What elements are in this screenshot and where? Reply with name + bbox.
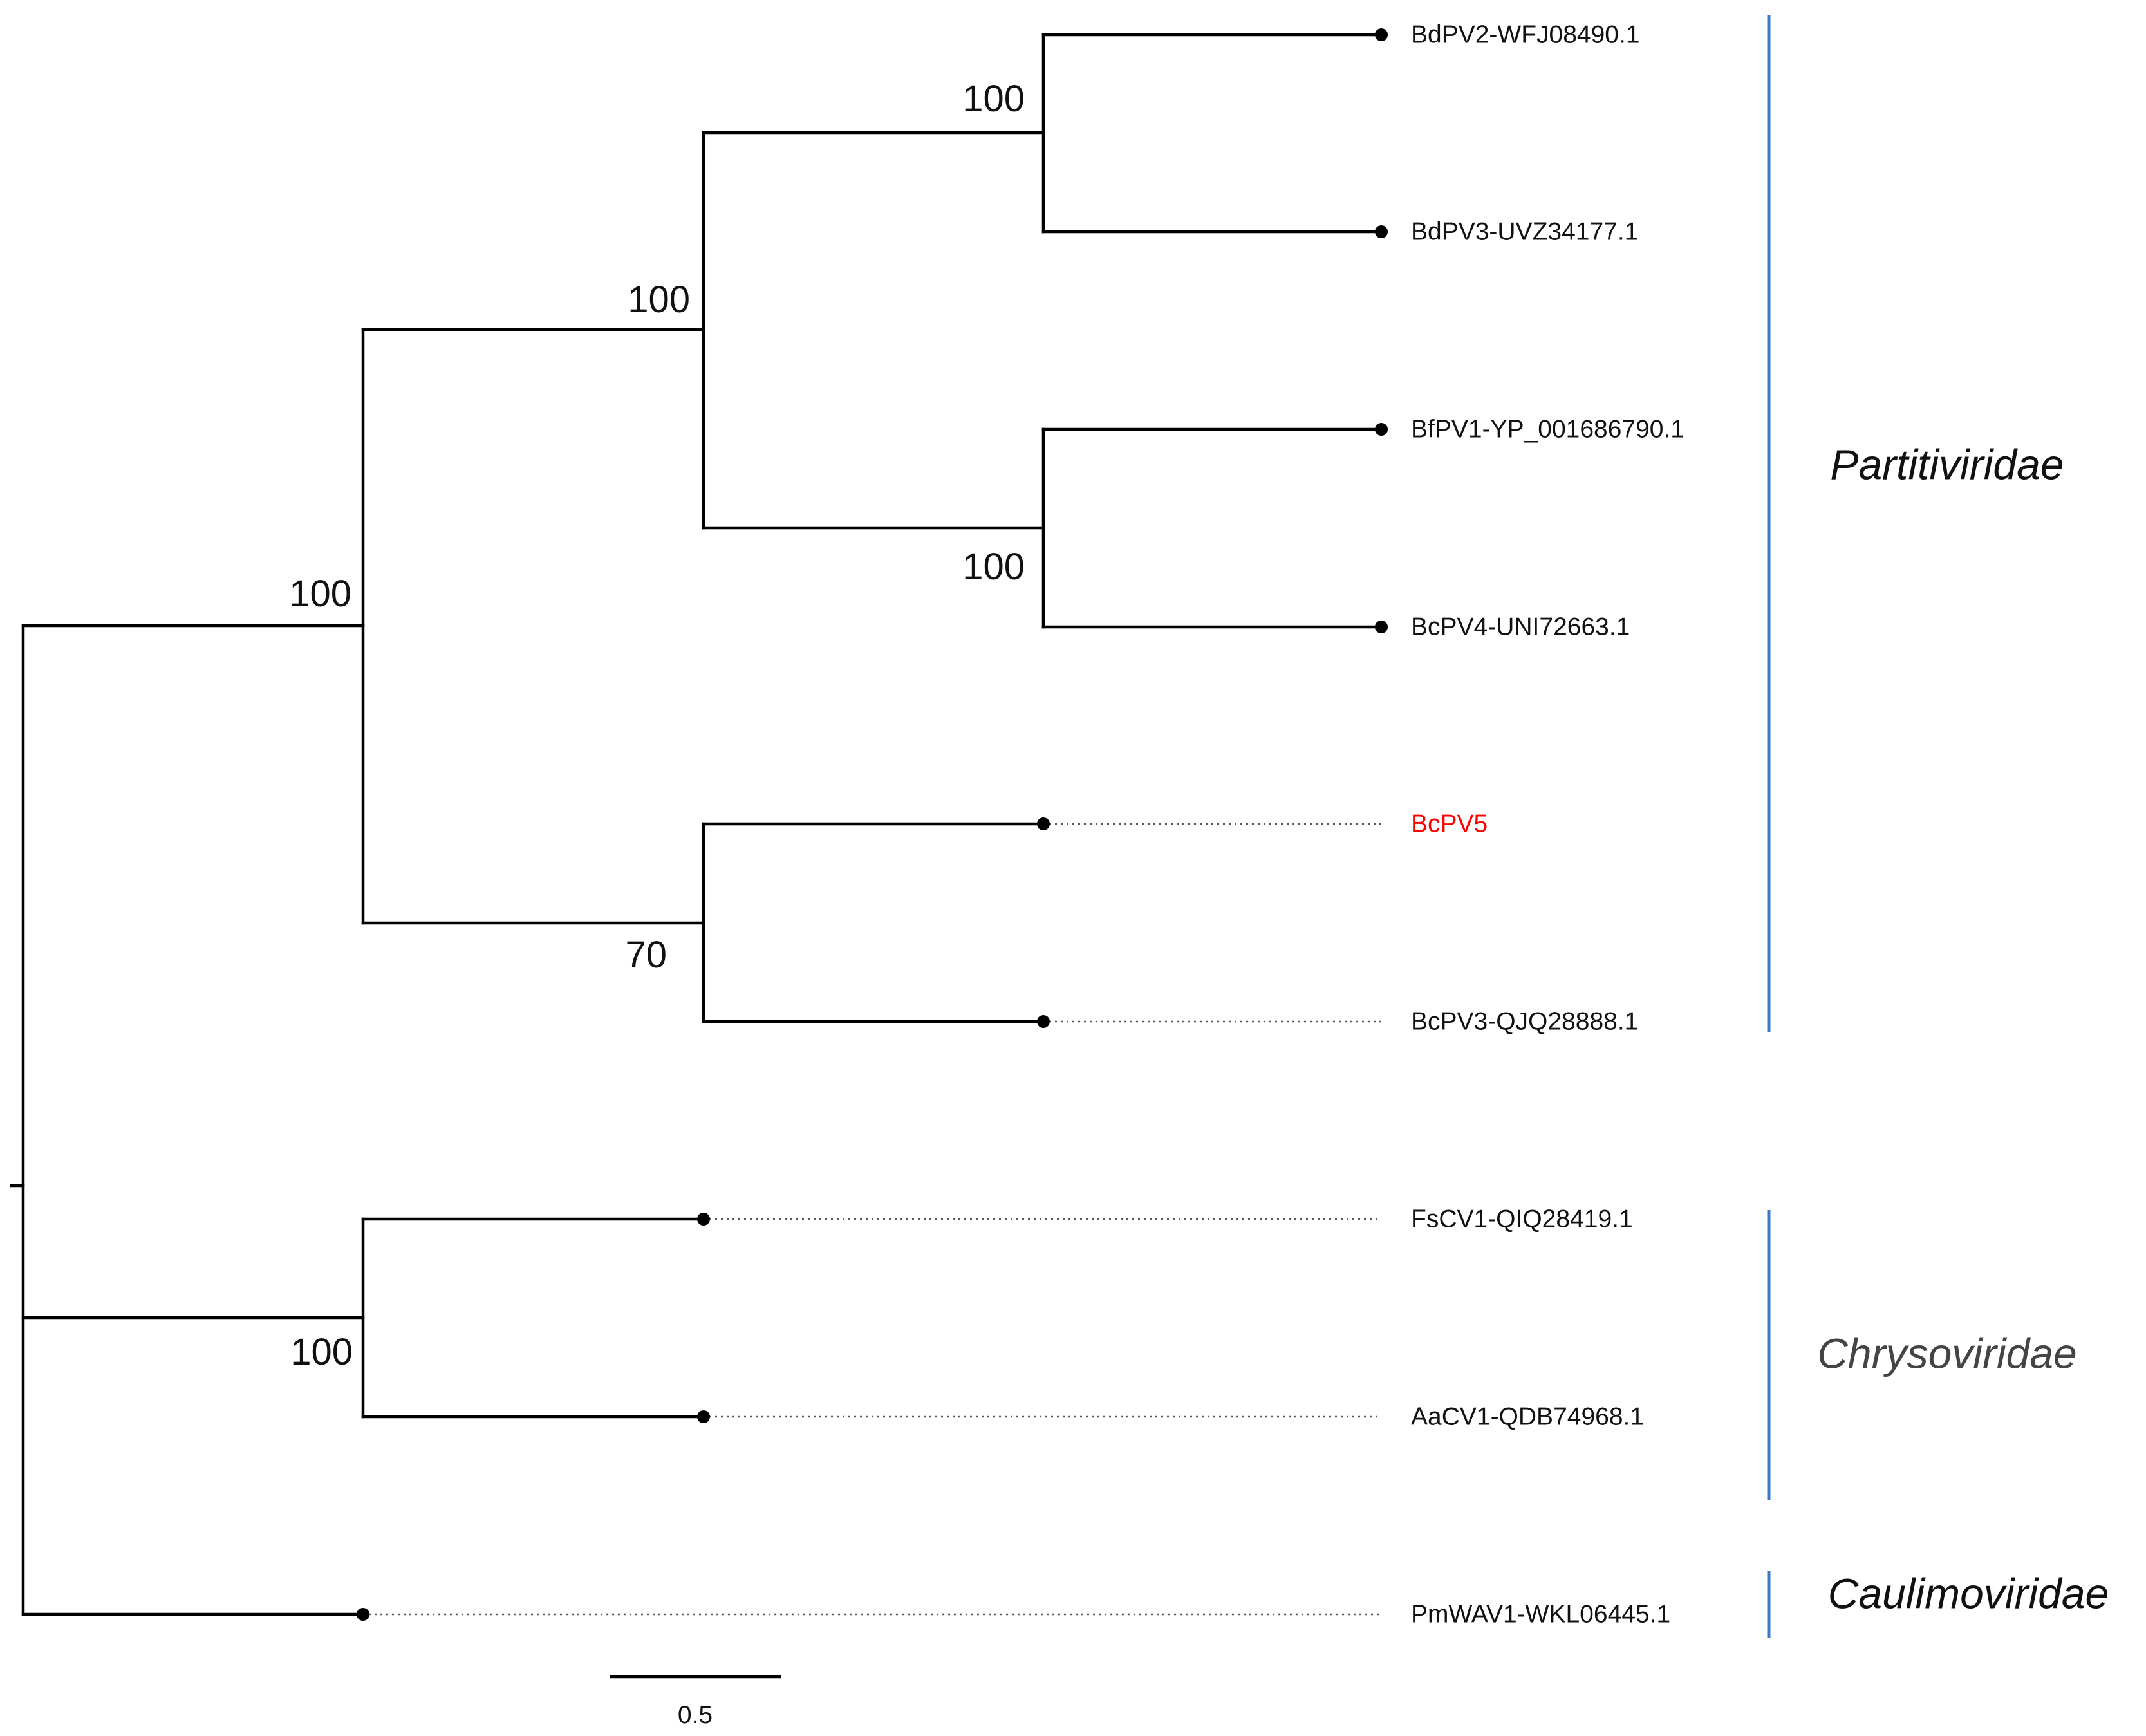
tip-dot-bcpv3	[1037, 1015, 1050, 1028]
tip-dot-bdpv2	[1375, 28, 1388, 41]
tip-dot-bdpv3	[1375, 225, 1388, 238]
tip-label-bcpv4: BcPV4-UNI72663.1	[1411, 613, 1630, 640]
scale-bar-label: 0.5	[678, 1701, 713, 1729]
tip-label-pmwav1: PmWAV1-WKL06445.1	[1411, 1600, 1670, 1628]
tip-label-bcpv3: BcPV3-QJQ28888.1	[1411, 1007, 1638, 1035]
tip-dot-pmwav1	[357, 1608, 369, 1621]
clade-label-chrysoviridae: Chrysoviridae	[1817, 1329, 2076, 1377]
tip-label-bdpv2: BdPV2-WFJ08490.1	[1411, 21, 1640, 48]
tip-dot-aacv1	[697, 1410, 710, 1423]
tip-dot-fscv1	[697, 1213, 710, 1226]
bootstrap-bfpv1-bcpv4: 100	[962, 546, 1025, 588]
tip-label-fscv1: FsCV1-QIQ28419.1	[1411, 1205, 1633, 1233]
tip-label-aacv1: AaCV1-QDB74968.1	[1411, 1403, 1644, 1430]
tip-dot-bcpv5	[1037, 817, 1050, 830]
bootstrap-bdpv-group: 100	[628, 279, 690, 321]
tip-dot-bfpv1	[1375, 423, 1388, 436]
bootstrap-partitiviridae: 100	[289, 573, 351, 615]
tip-dot-bcpv4	[1375, 621, 1388, 633]
bootstrap-chrysoviridae: 100	[290, 1331, 353, 1373]
tip-label-bcpv5: BcPV5	[1411, 810, 1488, 837]
bootstrap-bcpv5-bcpv3: 70	[625, 934, 667, 976]
tip-label-bdpv3: BdPV3-UVZ34177.1	[1411, 218, 1638, 245]
clade-label-caulimoviridae: Caulimoviridae	[1828, 1569, 2109, 1617]
clade-label-partitiviridae: Partitiviridae	[1830, 440, 2064, 488]
tip-label-bfpv1: BfPV1-YP_001686790.1	[1411, 415, 1684, 443]
bootstrap-bdpv2-bdpv3: 100	[962, 78, 1025, 120]
